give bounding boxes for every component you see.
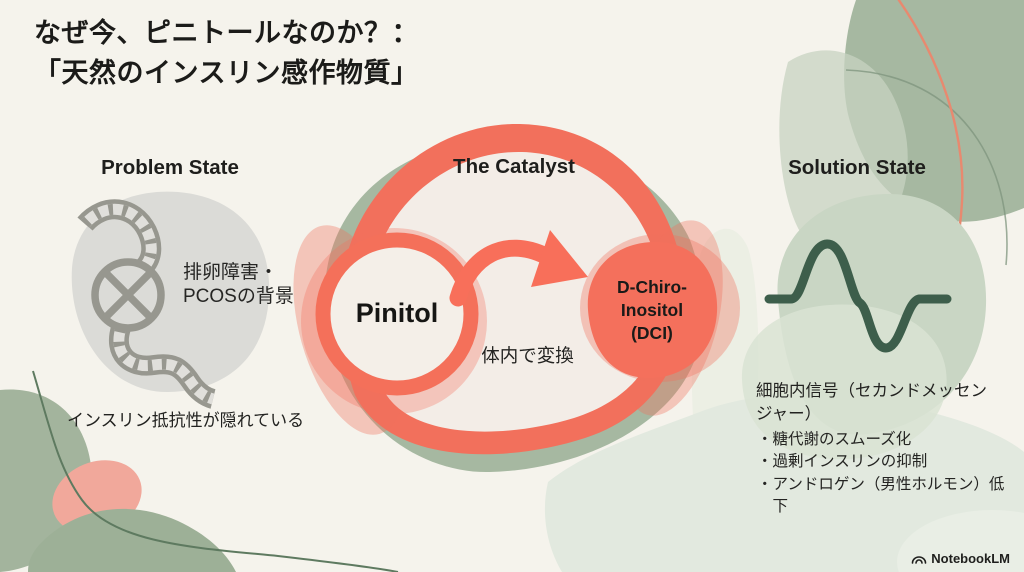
conversion-label: 体内で変換 <box>481 345 574 366</box>
sine-wave-icon <box>764 239 952 353</box>
solution-bullet: ・過剰インスリンの抑制 <box>757 453 928 471</box>
problem-note: インスリン抵抗性が隠れている <box>67 411 305 430</box>
solution-caption: 細胞内信号（セカンドメッセンジャー） <box>756 382 987 424</box>
blocked-tube-icon <box>77 199 216 409</box>
slide-title-line2: 「天然のインスリン感作物質」 <box>34 57 419 88</box>
solution-state-heading: Solution State <box>788 156 926 179</box>
problem-caption: 排卵障害・ PCOSの背景 <box>183 261 294 310</box>
dci-label-line3: (DCI) <box>631 322 673 343</box>
pinitol-circle <box>301 228 487 414</box>
dci-label: D-Chiro- Inositol (DCI) <box>587 276 717 344</box>
solution-bullet-list: ・糖代謝のスムーズ化 ・過剰インスリンの抑制 ・アンドロゲン（男性ホルモン）低下 <box>757 429 1005 519</box>
solution-bullet: ・アンドロゲン（男性ホルモン）低下 <box>757 475 1005 516</box>
slide-title: なぜ今、ピニトールなのか？： 「天然のインスリン感作物質」 <box>34 14 419 94</box>
problem-caption-line1: 排卵障害・ <box>183 262 279 283</box>
solution-blob <box>741 193 987 460</box>
footer-brand: NotebookLM <box>911 551 1010 566</box>
notebooklm-logo-icon <box>911 556 927 564</box>
catalyst-heading: The Catalyst <box>453 155 575 178</box>
dci-label-line2: Inositol <box>620 299 684 320</box>
dci-circle <box>580 234 740 382</box>
dci-label-line1: D-Chiro- <box>617 277 687 297</box>
pinitol-label: Pinitol <box>355 298 439 328</box>
slide-title-line1: なぜ今、ピニトールなのか？： <box>34 18 419 48</box>
solution-bullet: ・糖代謝のスムーズ化 <box>757 431 912 448</box>
problem-caption-line2: PCOSの背景 <box>183 286 294 308</box>
problem-state-heading: Problem State <box>101 156 239 179</box>
footer-brand-text: NotebookLM <box>931 551 1010 566</box>
conversion-arrow-icon <box>449 230 588 307</box>
